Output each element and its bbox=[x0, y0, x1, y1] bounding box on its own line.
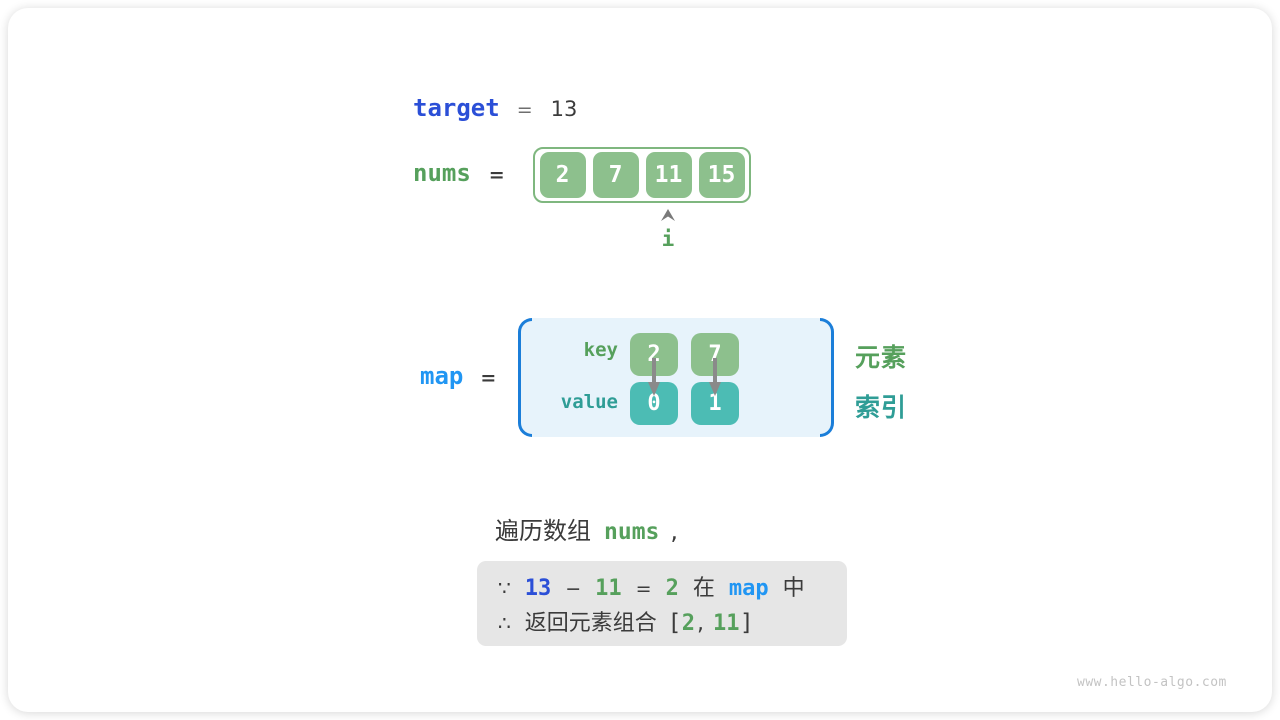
array-cell: 7 bbox=[592, 152, 639, 198]
therefore-symbol: ∴ bbox=[498, 611, 511, 635]
nums-variable-label: nums bbox=[413, 159, 471, 187]
target-line: target = 13 bbox=[413, 94, 577, 122]
index-pointer: i bbox=[640, 209, 696, 250]
map-variable-label: map bbox=[420, 362, 464, 390]
difference-value: 2 bbox=[665, 576, 679, 601]
nums-line: nums = bbox=[413, 159, 505, 187]
element-side-label: 元素 bbox=[855, 343, 908, 372]
caption-nums-code: nums bbox=[604, 519, 660, 545]
website-watermark: www.hello-algo.com bbox=[1077, 675, 1227, 690]
note-line-because: ∵ 13 − 11 = 2 在 map 中 bbox=[498, 570, 847, 605]
array-cell: 11 bbox=[645, 152, 692, 198]
target-equals-sign: = bbox=[516, 99, 533, 121]
caption-text: 遍历数组 bbox=[495, 517, 591, 545]
result-comma: , bbox=[696, 611, 704, 636]
deduction-note-box: ∵ 13 − 11 = 2 在 map 中 ∴ 返回元素组合 [ 2 , 11 … bbox=[477, 561, 847, 646]
note-zai-text: 在 bbox=[692, 576, 715, 601]
result-second-value: 11 bbox=[712, 611, 740, 636]
map-equals-sign: = bbox=[480, 367, 497, 389]
note-zhong-text: 中 bbox=[782, 576, 805, 601]
because-symbol: ∵ bbox=[498, 576, 511, 600]
map-key-cell: 2 bbox=[630, 333, 678, 376]
subtrahend-value: 11 bbox=[595, 576, 622, 601]
map-key-row-label: key bbox=[583, 339, 618, 361]
target-value: 13 bbox=[550, 97, 578, 121]
target-variable-label: target bbox=[413, 94, 500, 122]
map-left-bracket bbox=[518, 318, 532, 437]
map-container: key value 2 7 0 1 bbox=[518, 318, 834, 437]
map-right-bracket bbox=[820, 318, 834, 437]
note-map-code: map bbox=[728, 576, 769, 601]
caption-line: 遍历数组 nums , bbox=[495, 511, 678, 546]
right-bracket: ] bbox=[741, 610, 751, 636]
map-line: map = bbox=[420, 362, 496, 390]
note-return-text: 返回元素组合 bbox=[524, 611, 657, 636]
equals-sign: = bbox=[635, 578, 652, 600]
minus-sign: − bbox=[565, 578, 582, 600]
key-value-arrow-icon bbox=[648, 358, 660, 396]
nums-equals-sign: = bbox=[488, 164, 505, 186]
minuend-value: 13 bbox=[524, 576, 552, 601]
index-side-label: 索引 bbox=[855, 393, 908, 422]
left-bracket: [ bbox=[670, 610, 680, 636]
note-line-therefore: ∴ 返回元素组合 [ 2 , 11 ] bbox=[498, 605, 847, 640]
result-first-value: 2 bbox=[681, 611, 695, 636]
index-pointer-label: i bbox=[661, 227, 675, 251]
key-value-arrow-icon bbox=[709, 358, 721, 396]
up-arrowhead-icon bbox=[661, 209, 675, 221]
nums-array: 2 7 11 15 bbox=[533, 147, 751, 203]
caption-comma: , bbox=[670, 517, 679, 545]
map-value-row-label: value bbox=[560, 391, 618, 413]
array-cell: 2 bbox=[539, 152, 586, 198]
array-cell: 15 bbox=[698, 152, 745, 198]
